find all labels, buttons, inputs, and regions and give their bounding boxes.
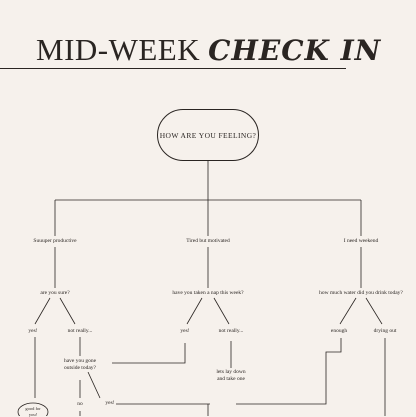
connector-yes2-to-outside	[112, 343, 186, 364]
title-underline	[0, 68, 346, 69]
answer-yes-1: yes!	[27, 328, 39, 335]
root-question-node: HOW ARE YOU FEELING?	[157, 109, 259, 161]
answer-yes-2: yes!	[179, 328, 191, 335]
root-question-label: HOW ARE YOU FEELING?	[159, 130, 257, 140]
answer-enough: enough	[329, 328, 349, 335]
question-water: how much water did you drink today?	[318, 290, 404, 297]
question-nap: have you taken a nap this week?	[171, 290, 245, 297]
followup-no: no	[76, 401, 84, 408]
followup-lay-down: lets lay down and take one	[212, 369, 250, 383]
question-are-you-sure: are you sure?	[39, 290, 71, 297]
mood-tired-but-motivated: Tired but motivated	[185, 238, 231, 245]
answer-not-really-2: not really...	[217, 328, 245, 335]
mood-i-need-weekend: I need weekend	[342, 238, 380, 245]
connector-a-2	[59, 297, 76, 325]
answer-not-really-1: not really...	[66, 328, 94, 335]
connector-a-4	[213, 297, 230, 325]
title-part-2: CHECK IN	[208, 34, 382, 67]
followup-good-for-you: good for you!	[25, 406, 41, 417]
followup-outside-today: have you gone outside today?	[59, 358, 101, 372]
connector-outside-yes	[87, 371, 101, 399]
connector-a-6	[365, 297, 383, 325]
mood-suuuper-productive: Suuuper productive	[32, 238, 78, 245]
followup-yes: yes!	[104, 400, 116, 407]
title-part-1: MID-WEEK	[36, 32, 201, 67]
good-for-you-bubble	[17, 402, 49, 416]
connector-a-3	[186, 297, 203, 325]
answer-drying-out: drying out	[372, 328, 398, 335]
connector-a-1	[34, 297, 51, 325]
connector-enough-to-middle	[236, 338, 342, 405]
connector-a-5	[339, 297, 357, 325]
